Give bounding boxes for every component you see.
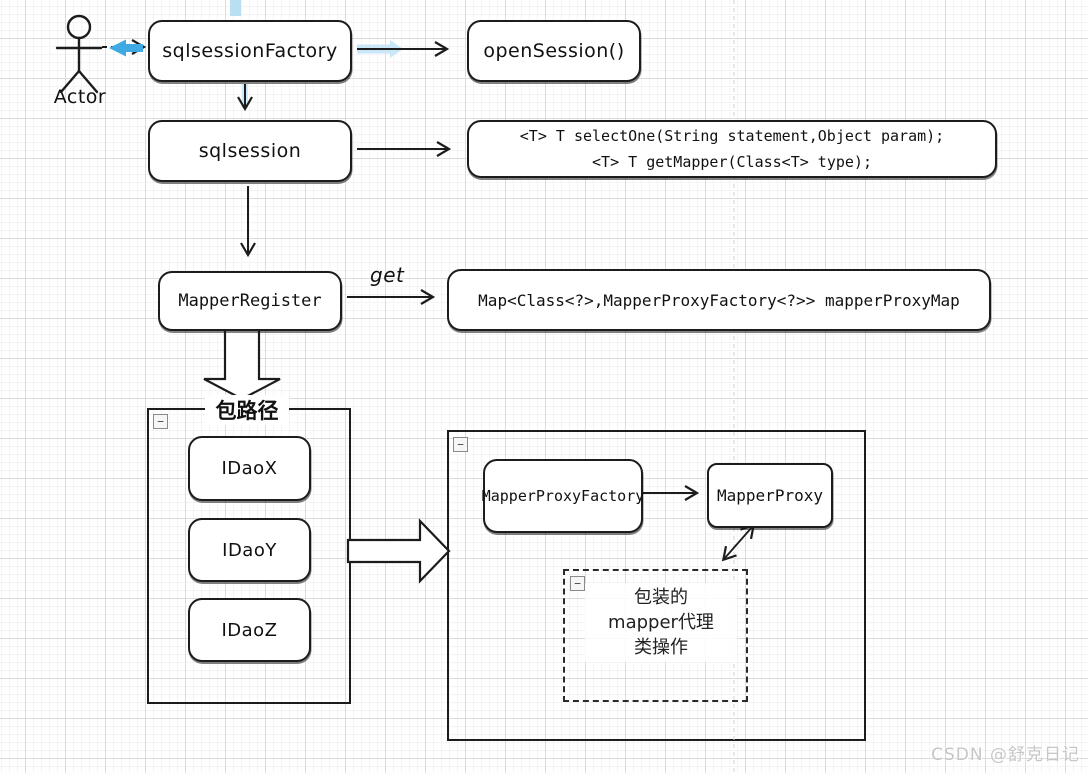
big-down-arrow <box>203 326 281 401</box>
highlight-arrow-blue <box>357 40 403 58</box>
node-mapper-proxy-factory-label: MapperProxyFactory <box>481 487 645 505</box>
session-api-line1: <T> T selectOne(String statement,Object … <box>519 127 945 145</box>
collapse-icon: − <box>453 437 468 452</box>
actor-label: Actor <box>53 86 107 108</box>
blue-left-arrow-icon <box>109 39 143 57</box>
node-idaoy-label: IDaoY <box>222 539 277 561</box>
session-api-line2: <T> T getMapper(Class<T> type); <box>592 153 872 171</box>
wrapped-mapper-line1: 包装的 <box>634 587 688 608</box>
node-sqlsession-factory-label: sqlsessionFactory <box>162 40 338 62</box>
wrapped-mapper-dashed-box <box>563 569 748 702</box>
node-idaoz: IDaoZ <box>188 598 311 662</box>
collapse-glyph: − <box>457 438 464 451</box>
collapse-icon: − <box>153 414 168 429</box>
node-mapper-proxy-label: MapperProxy <box>717 486 823 505</box>
node-idaoy: IDaoY <box>188 518 311 582</box>
node-sqlsession: sqlsession <box>148 120 352 182</box>
node-session-api: <T> T selectOne(String statement,Object … <box>467 120 997 178</box>
wrapped-mapper-line3: 类操作 <box>634 637 688 658</box>
node-mapper-register-label: MapperRegister <box>178 291 322 311</box>
collapse-glyph: − <box>157 415 164 428</box>
node-mapper-proxy: MapperProxy <box>707 463 833 528</box>
node-sqlsession-label: sqlsession <box>198 140 302 162</box>
node-idaoz-label: IDaoZ <box>221 619 278 641</box>
package-path-title: 包路径 <box>205 395 289 425</box>
node-open-session-label: openSession() <box>483 40 625 62</box>
node-idaox-label: IDaoX <box>221 458 278 479</box>
node-mapper-proxy-map-label: Map<Class<?>,MapperProxyFactory<?>> mapp… <box>478 290 960 310</box>
node-mapper-proxy-map: Map<Class<?>,MapperProxyFactory<?>> mapp… <box>447 269 991 331</box>
node-mapper-register: MapperRegister <box>158 271 342 331</box>
node-open-session: openSession() <box>467 20 641 82</box>
watermark: CSDN @舒克日记 <box>931 745 1080 765</box>
node-idaox: IDaoX <box>188 436 311 501</box>
wrapped-mapper-line2: mapper代理 <box>608 612 714 633</box>
proxy-container <box>447 430 866 741</box>
big-right-arrow <box>346 518 451 584</box>
get-label: get <box>370 263 405 287</box>
collapse-glyph: − <box>574 577 581 590</box>
collapse-icon: − <box>570 576 585 591</box>
actor-icon <box>55 14 103 94</box>
node-mapper-proxy-factory: MapperProxyFactory <box>481 459 645 533</box>
page-guide-blue-mark <box>230 0 241 16</box>
wrapped-mapper-text: 包装的 mapper代理 类操作 <box>585 583 737 662</box>
node-sqlsession-factory: sqlsessionFactory <box>148 20 352 82</box>
